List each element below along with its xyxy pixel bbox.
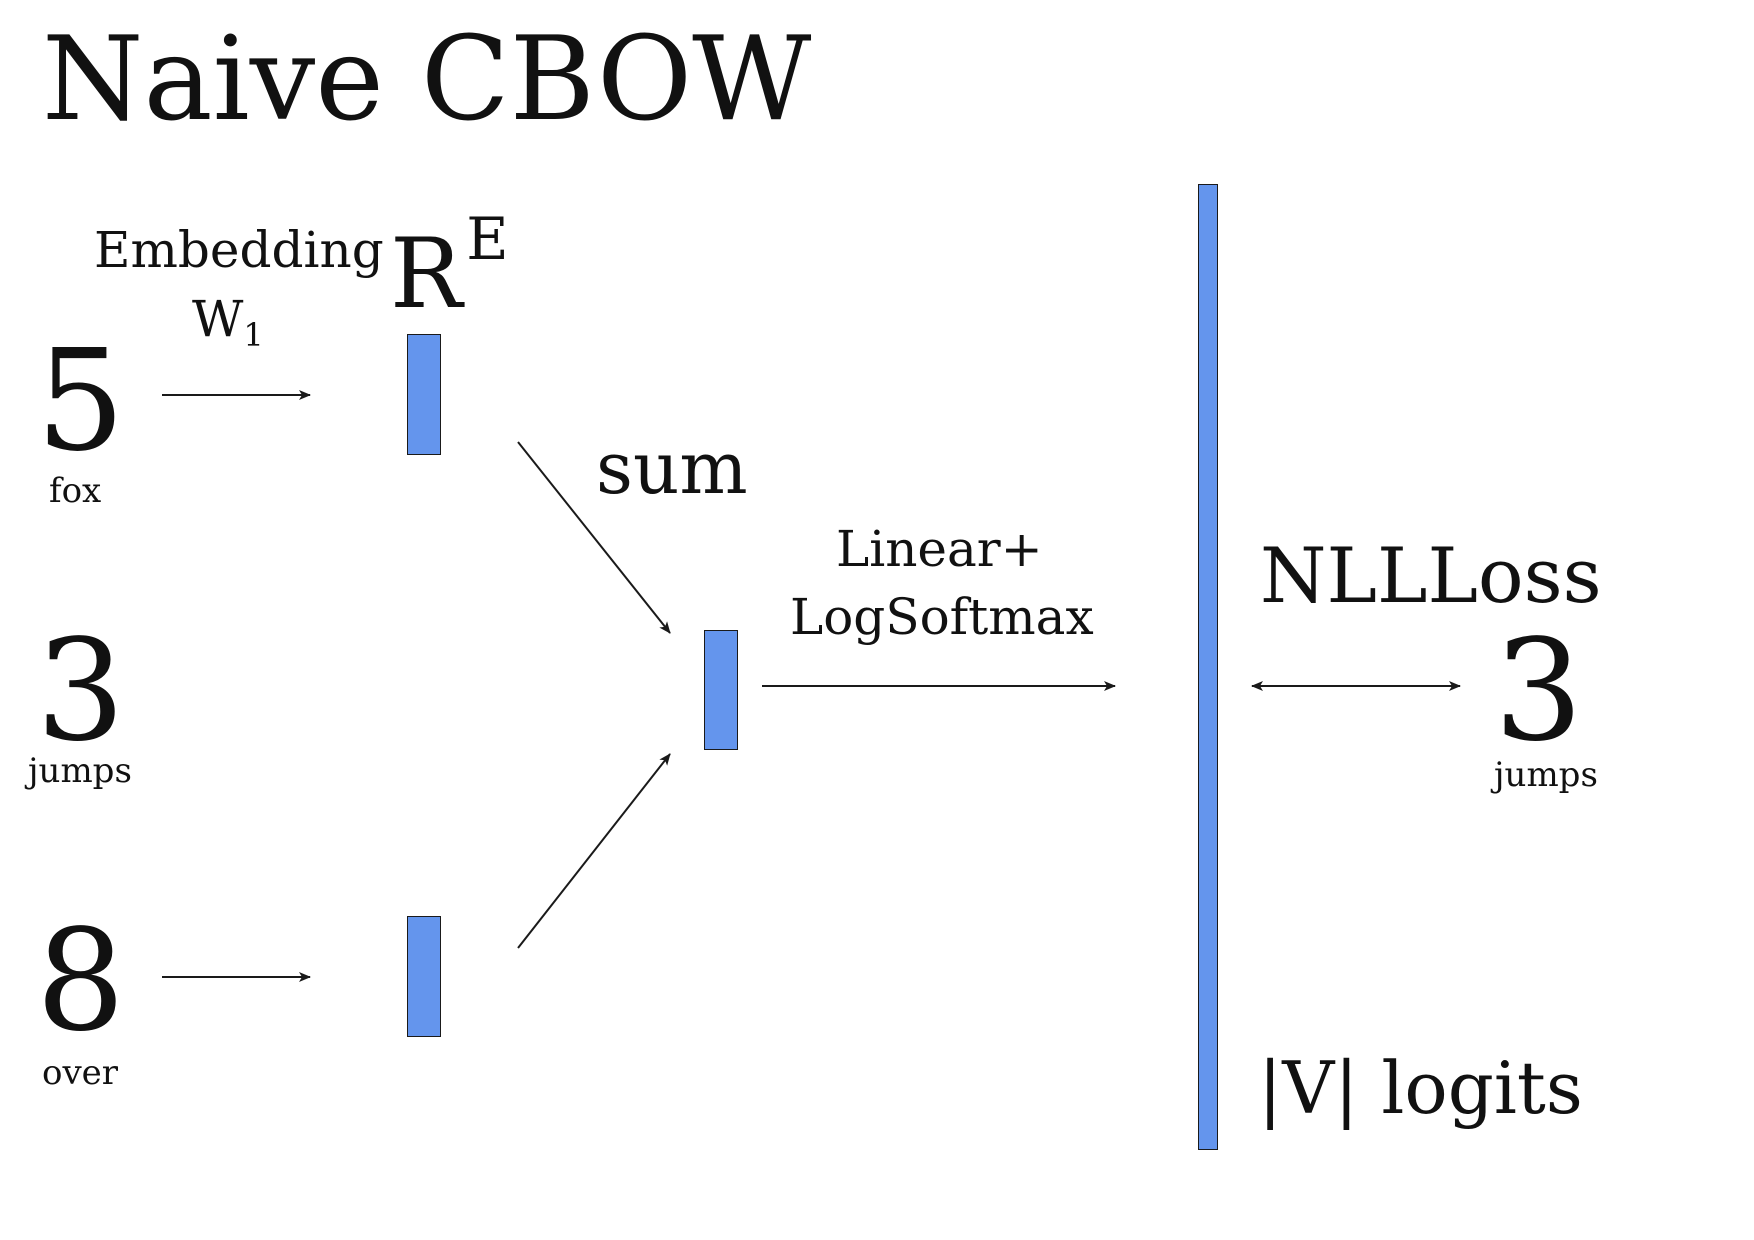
input-word-jumps: jumps — [28, 751, 132, 791]
sum-vector — [704, 630, 738, 750]
weight-label: W1 — [192, 294, 264, 351]
logits-label: |V| logits — [1258, 1046, 1583, 1130]
embedding-vector-fox — [407, 334, 441, 455]
weight-subscript: 1 — [243, 316, 264, 354]
sum-label: sum — [596, 426, 748, 510]
input-index-jumps: 3 — [36, 610, 126, 773]
input-index-over: 8 — [36, 900, 126, 1063]
linear-label-line1: Linear+ — [836, 520, 1043, 578]
input-word-fox: fox — [49, 471, 102, 511]
input-index-fox: 5 — [36, 320, 126, 483]
weight-symbol: W — [192, 290, 244, 348]
space-symbol: R — [390, 218, 463, 330]
input-word-over: over — [42, 1053, 119, 1093]
sum-arrow-top — [517, 441, 671, 634]
sum-arrow-bottom — [517, 753, 671, 949]
target-index: 3 — [1494, 610, 1584, 773]
logits-vector — [1198, 184, 1218, 1150]
embedding-space-label: RE — [390, 210, 509, 322]
embedding-label: Embedding — [94, 221, 384, 279]
target-word: jumps — [1494, 755, 1598, 795]
loss-label: NLLLoss — [1260, 531, 1602, 620]
embedding-vector-over — [407, 916, 441, 1037]
space-superscript: E — [466, 205, 509, 273]
linear-label-line2: LogSoftmax — [790, 588, 1094, 646]
diagram-title: Naive CBOW — [42, 12, 812, 147]
